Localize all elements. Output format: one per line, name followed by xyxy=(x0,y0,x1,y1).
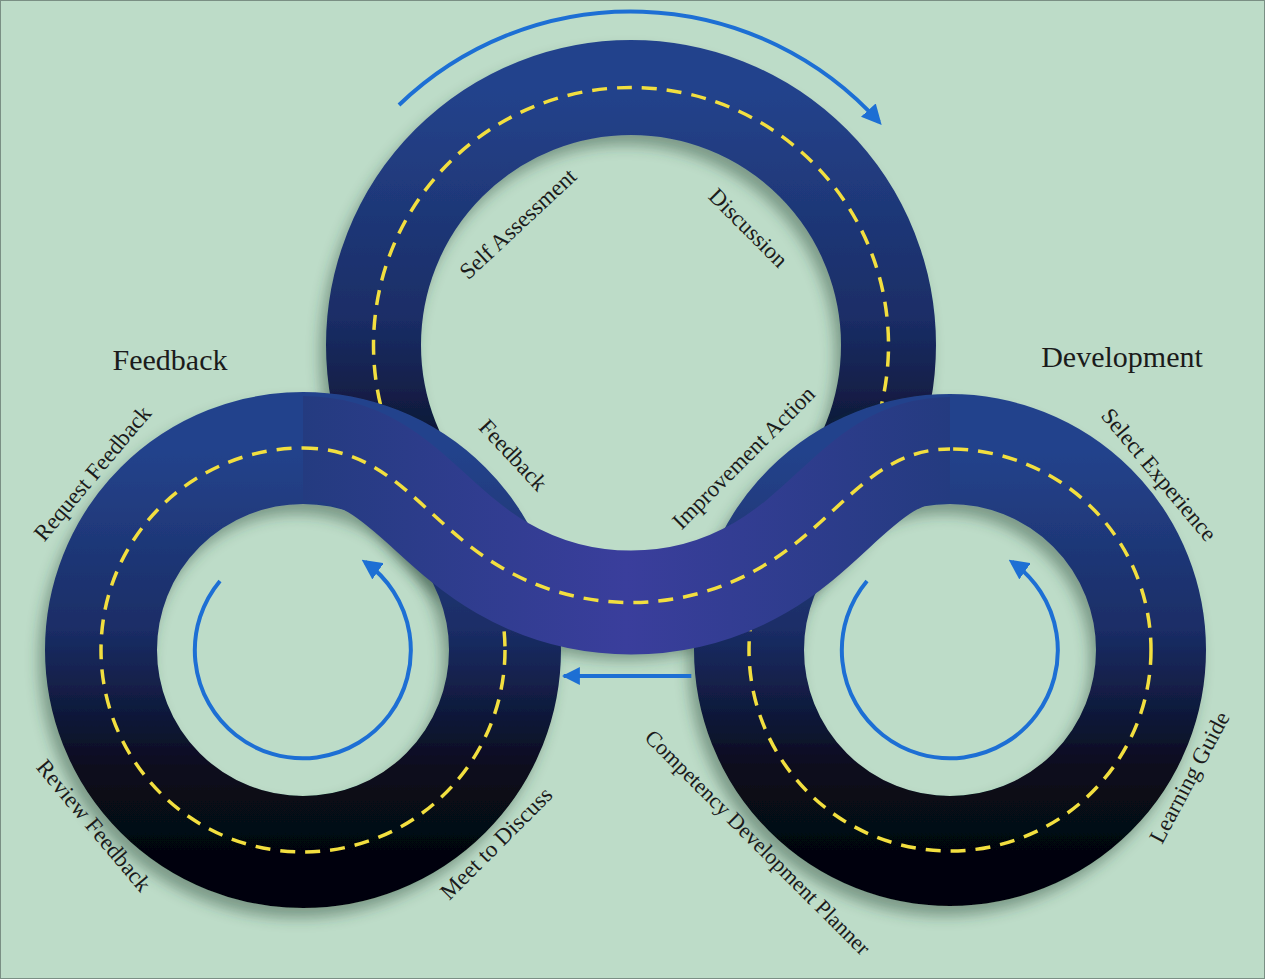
loop-road: Self Assessment DiscussionImprovement Act… xyxy=(326,40,936,650)
road-centerline xyxy=(101,448,505,852)
step-label: Feedback xyxy=(473,414,552,496)
road-centerline xyxy=(749,449,1151,851)
step-label: Review Feedback xyxy=(30,755,156,898)
step-label: Learning Guide xyxy=(1144,707,1235,847)
section-heading: Feedback xyxy=(113,343,228,378)
section-heading: Development xyxy=(1041,340,1203,375)
flow-arrow xyxy=(564,674,692,678)
cycle-arrow xyxy=(842,562,1058,758)
step-label: Discussion xyxy=(703,183,793,273)
ring-outline xyxy=(326,40,936,650)
ring-outline xyxy=(45,392,561,908)
loop-road: FeedbackRequest FeedbackReview FeedbackM… xyxy=(45,392,561,908)
step-label: Competency Development Planner xyxy=(640,725,876,961)
ring-outline xyxy=(694,394,1206,906)
step-label: Meet to Discuss xyxy=(435,782,559,906)
step-label: Self Assessment xyxy=(455,163,583,285)
ring-road xyxy=(749,449,1151,851)
road-centerline xyxy=(374,87,889,473)
ring-road xyxy=(101,448,505,852)
step-label: Select Experience xyxy=(1095,403,1222,547)
cycle-arrow xyxy=(195,562,411,758)
step-label: Request Feedback xyxy=(29,401,157,547)
step-label: Improvement Action xyxy=(667,381,821,535)
loop-road: DevelopmentSelect ExperienceLearning Gui… xyxy=(694,394,1206,906)
